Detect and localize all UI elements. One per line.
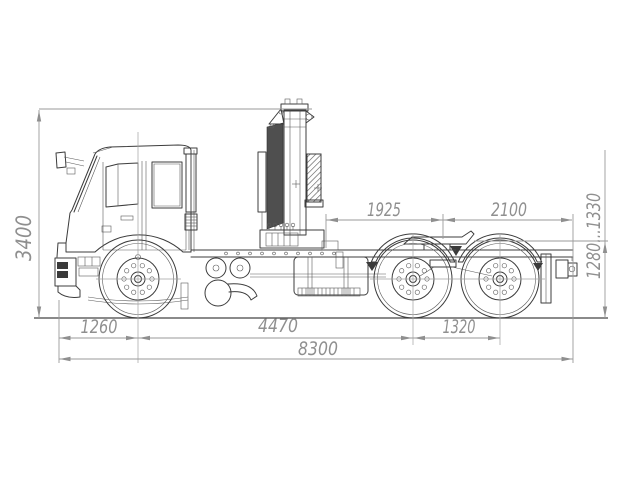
air-tanks [205, 257, 251, 279]
dim-wheelbase-label: 4470 [258, 315, 298, 337]
cab-step-upper [77, 256, 101, 267]
headlight [57, 262, 68, 269]
cab-step-lower [78, 267, 99, 277]
dim-fifth-wheel-height-label: 1280...1330 [583, 193, 605, 279]
air-intake-stack [183, 147, 198, 250]
side-mirror [55, 151, 85, 175]
dimension-wheelbase: 4470 [139, 315, 412, 341]
crane-column [283, 109, 307, 236]
crane-cylinder [257, 151, 267, 213]
door-handle [120, 215, 134, 221]
centerlines [96, 132, 545, 363]
tank-step-ribs [297, 287, 361, 297]
front-bumper [54, 257, 81, 298]
dimension-fifth-wheel-to-rear: 2100 [442, 199, 574, 363]
dim-crane-to-fifth-wheel-label: 1925 [367, 199, 401, 221]
crane-outrigger [306, 153, 322, 203]
rear-hitch [540, 253, 578, 304]
dimension-overall-height: 3400 [12, 108, 312, 318]
dimension-front-overhang: 1260 [58, 300, 500, 363]
dimension-crane-to-fifth-wheel: 1925 [325, 199, 443, 248]
dim-overall-length-label: 8300 [298, 338, 338, 360]
crane-folded-boom [266, 122, 284, 230]
crane-valve-block [265, 232, 299, 247]
dim-fifth-wheel-to-rear-label: 2100 [491, 199, 527, 221]
chassis-frame [190, 240, 574, 278]
dimension-overall-length: 8300 [59, 338, 573, 362]
tow-coupling [568, 265, 576, 273]
center-mark [292, 180, 322, 192]
frame-bolt-holes [224, 251, 336, 256]
crane-base [259, 229, 325, 249]
fifth-wheel-coupling [403, 230, 475, 251]
crane-boom-head [305, 110, 315, 124]
front-mudflap [180, 282, 189, 310]
dim-rear-bogie-base-label: 1320 [443, 316, 476, 338]
truck-side-view [54, 98, 578, 319]
headlight-lower [57, 271, 68, 278]
rear-wheel-front-mudflap [335, 251, 344, 269]
dimension-fifth-wheel-height: 1280...1330 [474, 150, 608, 318]
exhaust-muffler [204, 279, 258, 307]
dim-overall-height-label: 3400 [12, 215, 36, 261]
fuel-tank [293, 256, 369, 297]
crane-manipulator [257, 98, 325, 249]
dimension-rear-bogie-base: 1320 [414, 316, 499, 341]
dim-front-overhang-label: 1260 [81, 316, 118, 338]
